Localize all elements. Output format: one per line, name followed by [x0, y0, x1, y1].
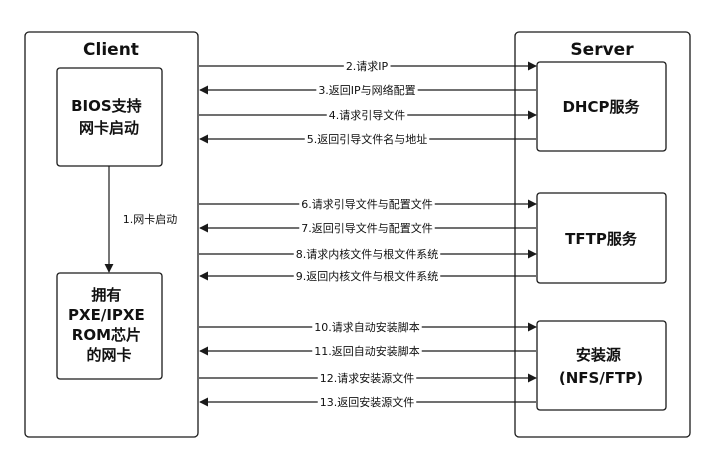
message-label-bg-5	[304, 132, 430, 146]
dhcp-box-text: DHCP服务	[562, 98, 640, 116]
message-label-10: 10.请求自动安装脚本	[314, 320, 420, 334]
bios-box	[56, 67, 163, 167]
boot-step-label: 1.网卡启动	[123, 213, 178, 226]
message-label-bg-3	[316, 83, 418, 97]
message-label-12: 12.请求安装源文件	[320, 371, 415, 385]
pxe-nic-box	[56, 272, 163, 380]
message-label-6: 6.请求引导文件与配置文件	[301, 197, 433, 211]
message-label-bg-13	[317, 395, 417, 409]
message-arrows: 2.请求IP 3.返回IP与网络配置 4.请求引导文件 5.返回引导文件名与地址 6.请…	[199, 60, 537, 409]
client-title: Client	[83, 40, 139, 60]
message-label-bg-10	[312, 320, 422, 334]
bios-box-text: BIOS支持 网卡启动	[71, 97, 147, 137]
server-title: Server	[570, 40, 634, 60]
message-label-5: 5.返回引导文件名与地址	[307, 132, 428, 146]
pxe-line-1: 拥有	[91, 286, 121, 304]
message-label-4: 4.请求引导文件	[329, 108, 406, 122]
message-label-bg-4	[326, 108, 408, 122]
message-label-7: 7.返回引导文件与配置文件	[301, 221, 433, 235]
tftp-box-text: TFTP服务	[565, 230, 638, 248]
message-label-bg-11	[312, 344, 422, 358]
message-label-bg-2	[343, 60, 391, 73]
pxe-line-2: PXE/IPXE	[68, 306, 145, 324]
message-label-9: 9.返回内核文件与根文件系统	[296, 269, 439, 283]
pxe-line-3: ROM芯片	[72, 326, 141, 344]
message-label-2: 2.请求IP	[346, 60, 389, 73]
source-line-2: (NFS/FTP)	[559, 369, 643, 387]
bios-line-2: 网卡启动	[79, 119, 139, 137]
source-line-1: 安装源	[576, 346, 621, 364]
pxe-line-4: 的网卡	[86, 346, 131, 364]
message-label-11: 11.返回自动安装脚本	[314, 344, 420, 358]
message-label-bg-9	[293, 269, 441, 283]
message-label-3: 3.返回IP与网络配置	[318, 83, 415, 97]
message-label-bg-8	[293, 247, 441, 261]
bios-line-1: BIOS支持	[71, 97, 142, 115]
message-label-bg-7	[299, 221, 435, 235]
pxe-nic-box-text: 拥有 PXE/IPXE ROM芯片 的网卡	[68, 286, 150, 364]
message-label-bg-6	[299, 197, 435, 211]
tftp-box	[536, 192, 667, 284]
install-source-box-text: 安装源 (NFS/FTP)	[559, 346, 643, 387]
dhcp-box	[536, 61, 667, 152]
install-source-box	[536, 320, 667, 411]
message-label-8: 8.请求内核文件与根文件系统	[296, 247, 439, 261]
message-label-bg-12	[317, 371, 417, 385]
message-label-13: 13.返回安装源文件	[320, 395, 415, 409]
boot-step-label-bg	[120, 213, 180, 226]
